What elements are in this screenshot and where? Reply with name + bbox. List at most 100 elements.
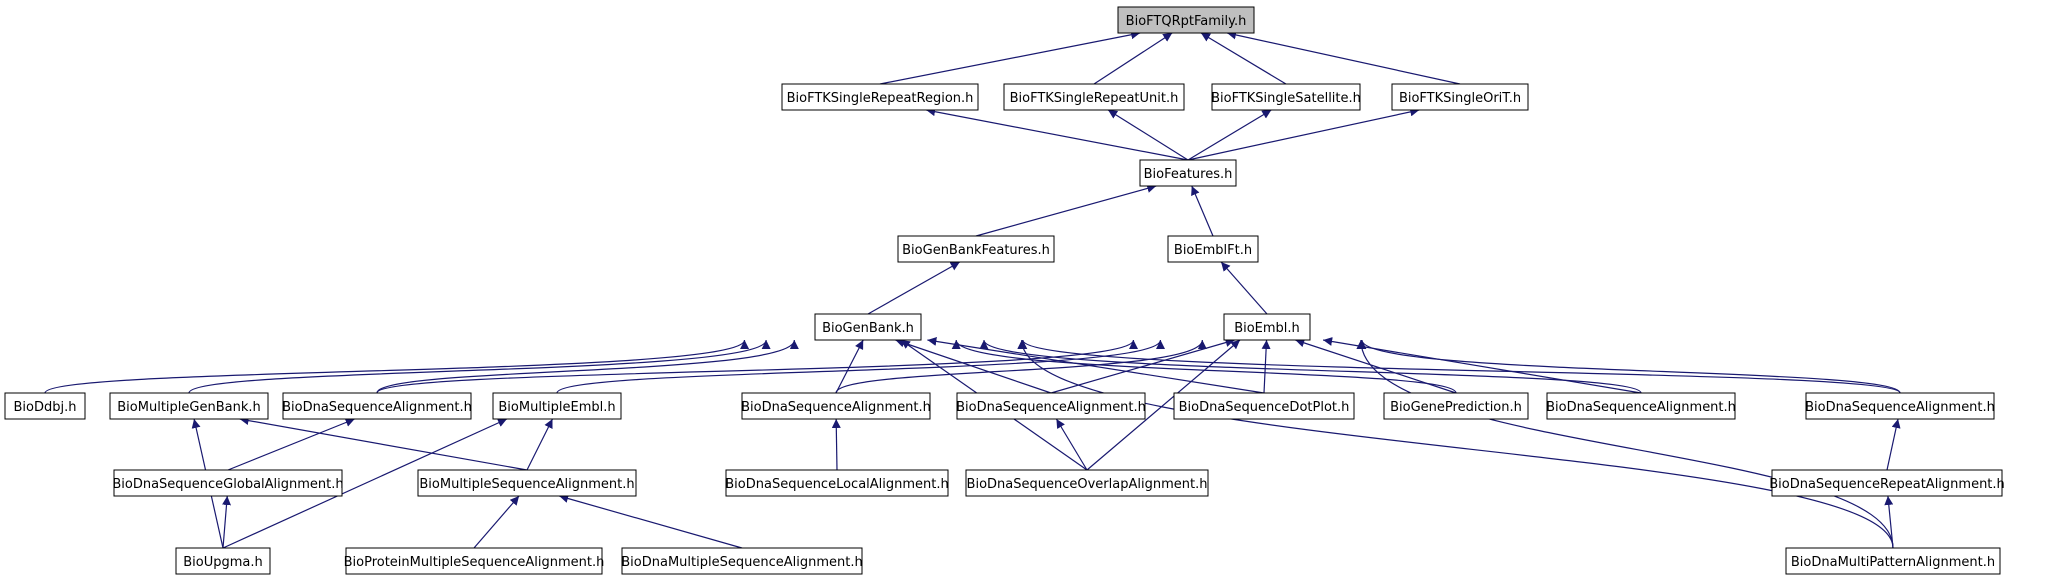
node-label: BioFTKSingleRepeatUnit.h bbox=[1010, 91, 1179, 106]
node-box[interactable] bbox=[175, 547, 271, 575]
node-box[interactable] bbox=[1167, 235, 1259, 263]
node-box[interactable] bbox=[492, 392, 622, 420]
edge-local-to-dsa2 bbox=[831, 418, 841, 471]
node-box[interactable] bbox=[1771, 469, 2003, 497]
node-embl[interactable]: BioEmbl.h bbox=[1223, 313, 1311, 341]
edge-multipattern-to-genbank bbox=[1017, 339, 1894, 549]
node-box[interactable] bbox=[1785, 547, 2001, 575]
node-label: BioDnaSequenceAlignment.h bbox=[282, 400, 472, 415]
node-multipattern[interactable]: BioDnaMultiPatternAlignment.h bbox=[1785, 547, 2001, 575]
node-features[interactable]: BioFeatures.h bbox=[1139, 159, 1237, 187]
node-box[interactable] bbox=[1173, 392, 1355, 420]
node-label: BioGenBank.h bbox=[822, 321, 914, 336]
node-label: BioDnaSequenceAlignment.h bbox=[1546, 400, 1736, 415]
node-dsa1[interactable]: BioDnaSequenceAlignment.h bbox=[282, 392, 472, 420]
node-upgma[interactable]: BioUpgma.h bbox=[175, 547, 271, 575]
node-orit[interactable]: BioFTKSingleOriT.h bbox=[1391, 83, 1529, 111]
edge-embl-to-emblft bbox=[1220, 261, 1268, 315]
node-box[interactable] bbox=[1805, 392, 1995, 420]
node-box[interactable] bbox=[1003, 83, 1185, 111]
node-box[interactable] bbox=[1211, 83, 1361, 111]
node-dotplot[interactable]: BioDnaSequenceDotPlot.h bbox=[1173, 392, 1355, 420]
node-box[interactable] bbox=[725, 469, 949, 497]
node-label: BioDnaSequenceAlignment.h bbox=[956, 400, 1146, 415]
edge-multipattern-to-embl bbox=[1356, 339, 1894, 549]
node-box[interactable] bbox=[1223, 313, 1311, 341]
node-label: BioEmbl.h bbox=[1234, 321, 1300, 336]
node-label: BioFeatures.h bbox=[1144, 167, 1233, 182]
edge-features-to-repunit bbox=[1107, 109, 1189, 161]
node-label: BioFTQRptFamily.h bbox=[1126, 14, 1247, 29]
node-box[interactable] bbox=[345, 547, 603, 575]
node-label: BioGenBankFeatures.h bbox=[902, 243, 1050, 258]
node-repeat[interactable]: BioDnaSequenceRepeatAlignment.h bbox=[1769, 469, 2005, 497]
node-label: BioDnaSequenceGlobalAlignment.h bbox=[112, 477, 343, 492]
node-label: BioDnaSequenceRepeatAlignment.h bbox=[1769, 477, 2005, 492]
edge-dsa5-to-embl bbox=[1357, 339, 1901, 394]
node-dsa3[interactable]: BioDnaSequenceAlignment.h bbox=[956, 392, 1146, 420]
node-sat[interactable]: BioFTKSingleSatellite.h bbox=[1211, 83, 1361, 111]
node-repunit[interactable]: BioFTKSingleRepeatUnit.h bbox=[1003, 83, 1185, 111]
node-multigb[interactable]: BioMultipleGenBank.h bbox=[109, 392, 269, 420]
node-box[interactable] bbox=[1383, 392, 1529, 420]
node-multiembl[interactable]: BioMultipleEmbl.h bbox=[492, 392, 622, 420]
node-box[interactable] bbox=[741, 392, 931, 420]
node-repreg[interactable]: BioFTKSingleRepeatRegion.h bbox=[781, 83, 979, 111]
node-dsa2[interactable]: BioDnaSequenceAlignment.h bbox=[741, 392, 931, 420]
node-label: BioFTKSingleRepeatRegion.h bbox=[787, 91, 974, 106]
node-genbank[interactable]: BioGenBank.h bbox=[814, 313, 922, 341]
node-protmsa[interactable]: BioProteinMultipleSequenceAlignment.h bbox=[344, 547, 605, 575]
node-box[interactable] bbox=[1117, 6, 1255, 34]
node-box[interactable] bbox=[1546, 392, 1736, 420]
edge-dsa2-to-genbank bbox=[835, 339, 864, 394]
edge-dnamsa-to-msa bbox=[559, 494, 743, 549]
edge-ddbj-to-genbank bbox=[44, 339, 749, 394]
node-genepred[interactable]: BioGenePrediction.h bbox=[1383, 392, 1529, 420]
edge-repreg-to-ftqrpt bbox=[879, 30, 1141, 85]
edge-genbank-to-gbfeat bbox=[867, 261, 961, 315]
edge-msa-to-multigb bbox=[239, 416, 528, 471]
node-label: BioProteinMultipleSequenceAlignment.h bbox=[344, 555, 605, 570]
node-box[interactable] bbox=[956, 392, 1146, 420]
node-box[interactable] bbox=[814, 313, 922, 341]
node-ftqrpt[interactable]: BioFTQRptFamily.h bbox=[1117, 6, 1255, 34]
node-label: BioFTKSingleOriT.h bbox=[1399, 91, 1521, 106]
node-global[interactable]: BioDnaSequenceGlobalAlignment.h bbox=[112, 469, 344, 497]
node-dnamsa[interactable]: BioDnaMultipleSequenceAlignment.h bbox=[621, 547, 863, 575]
node-box[interactable] bbox=[113, 469, 343, 497]
node-label: BioDnaSequenceLocalAlignment.h bbox=[725, 477, 949, 492]
node-box[interactable] bbox=[417, 469, 637, 497]
edge-orit-to-ftqrpt bbox=[1226, 30, 1461, 85]
edge-repeat-to-dsa5 bbox=[1886, 418, 1901, 471]
edge-features-to-sat bbox=[1187, 109, 1272, 161]
node-box[interactable] bbox=[282, 392, 472, 420]
node-msa[interactable]: BioMultipleSequenceAlignment.h bbox=[417, 469, 637, 497]
edge-dotplot-to-embl bbox=[1261, 339, 1271, 394]
edge-multipattern-to-repeat bbox=[1884, 495, 1894, 549]
node-label: BioEmblFt.h bbox=[1174, 243, 1252, 258]
edge-dsa1-to-embl bbox=[376, 339, 1138, 394]
node-emblft[interactable]: BioEmblFt.h bbox=[1167, 235, 1259, 263]
node-box[interactable] bbox=[621, 547, 863, 575]
node-box[interactable] bbox=[4, 392, 86, 420]
node-box[interactable] bbox=[1391, 83, 1529, 111]
node-gbfeat[interactable]: BioGenBankFeatures.h bbox=[897, 235, 1055, 263]
node-local[interactable]: BioDnaSequenceLocalAlignment.h bbox=[725, 469, 949, 497]
node-label: BioDdbj.h bbox=[14, 400, 77, 415]
node-box[interactable] bbox=[897, 235, 1055, 263]
node-label: BioDnaSequenceAlignment.h bbox=[741, 400, 931, 415]
node-box[interactable] bbox=[965, 469, 1209, 497]
edge-msa-to-multiembl bbox=[526, 418, 554, 471]
node-box[interactable] bbox=[781, 83, 979, 111]
node-dsa5[interactable]: BioDnaSequenceAlignment.h bbox=[1805, 392, 1995, 420]
edge-upgma-to-global bbox=[222, 495, 232, 549]
node-ddbj[interactable]: BioDdbj.h bbox=[4, 392, 86, 420]
node-label: BioFTKSingleSatellite.h bbox=[1211, 91, 1361, 106]
node-label: BioDnaSequenceOverlapAlignment.h bbox=[967, 477, 1208, 492]
edge-dsa3-to-embl bbox=[1050, 338, 1235, 394]
node-dsa4[interactable]: BioDnaSequenceAlignment.h bbox=[1546, 392, 1736, 420]
node-overlap[interactable]: BioDnaSequenceOverlapAlignment.h bbox=[965, 469, 1209, 497]
edge-multiembl-to-embl bbox=[556, 339, 1165, 394]
node-box[interactable] bbox=[1139, 159, 1237, 187]
node-box[interactable] bbox=[109, 392, 269, 420]
